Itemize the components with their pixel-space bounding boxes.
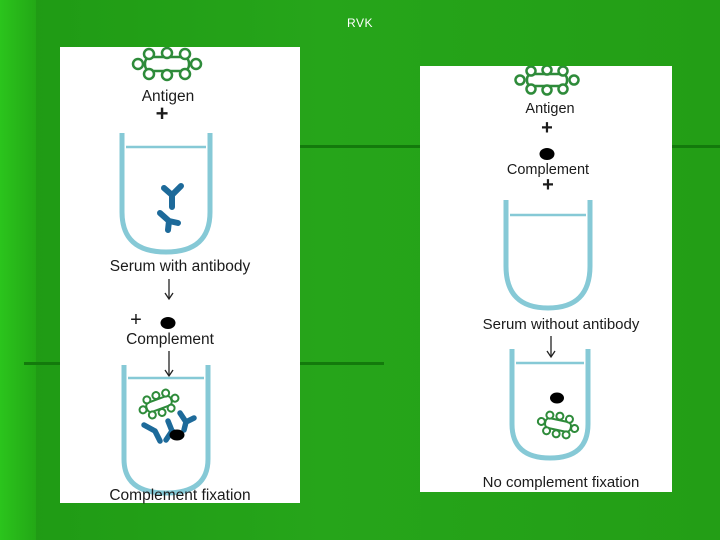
result-label: Complement fixation <box>68 487 292 505</box>
panel-with-antibody: Antigen + Serum with antibody + Compleme… <box>60 47 300 503</box>
serum-label: Serum with antibody <box>72 258 288 276</box>
plus-sign: + <box>536 176 560 194</box>
antibody-icon <box>164 186 181 207</box>
antigen-icon <box>133 48 201 80</box>
complement-dot-icon <box>550 393 564 404</box>
antibody-icon <box>180 413 194 430</box>
antigen-icon <box>516 66 579 95</box>
antibody-icon <box>160 213 178 230</box>
complement-dot-icon <box>170 430 185 441</box>
antigen-icon <box>535 409 580 442</box>
plus-sign: + <box>124 311 148 329</box>
plus-sign: + <box>535 119 559 137</box>
test-tube-icon <box>512 349 588 458</box>
test-tube-icon <box>124 365 208 493</box>
antigen-label: Antigen <box>502 100 598 118</box>
antibody-icon <box>144 425 160 441</box>
slide-header: RVK <box>0 16 720 30</box>
serum-label: Serum without antibody <box>450 316 672 334</box>
down-arrow-icon <box>547 336 555 357</box>
panel-without-antibody: Antigen + Complement + Serum without ant… <box>420 66 672 492</box>
antigen-label: Antigen <box>112 88 224 106</box>
complement-label: Complement <box>100 331 240 349</box>
antigen-icon <box>135 385 182 423</box>
complement-dot-icon <box>161 317 176 329</box>
background-left-band <box>0 0 36 540</box>
down-arrow-icon <box>165 351 173 376</box>
result-label: No complement fixation <box>450 474 672 492</box>
plus-sign: + <box>150 105 174 123</box>
down-arrow-icon <box>165 279 173 299</box>
complement-dot-icon <box>540 148 555 160</box>
